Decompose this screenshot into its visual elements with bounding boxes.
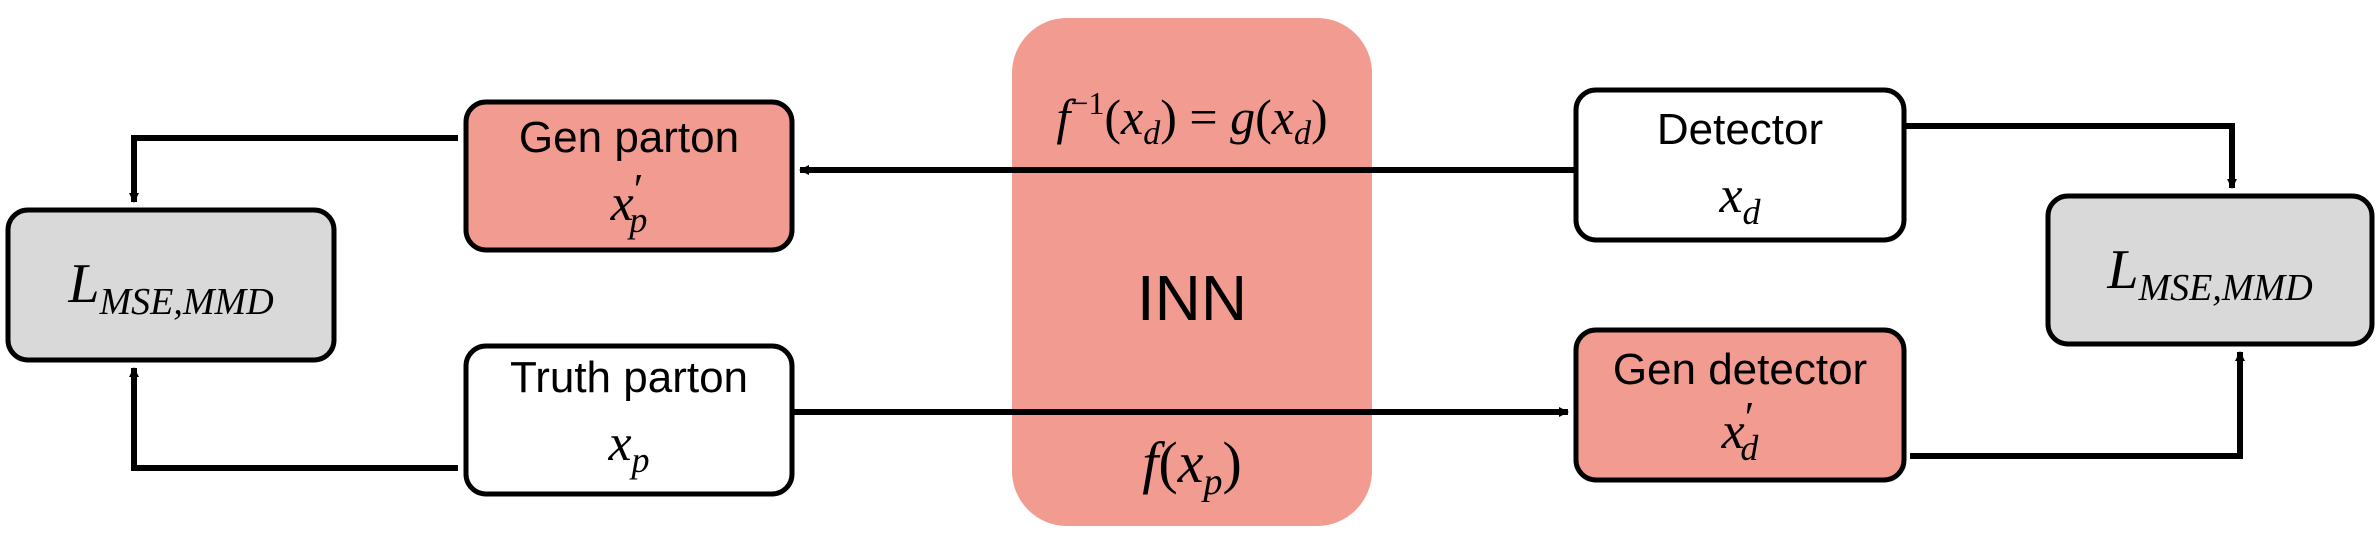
inn-inverse-mid: ) =: [1160, 89, 1230, 145]
detector-x: x: [1718, 167, 1742, 224]
gen-detector-x: x: [1721, 403, 1745, 460]
truth-parton-box: [463, 343, 795, 497]
arrow-detector-to-loss-right: [1904, 123, 2237, 189]
detector-label: Detector: [1657, 105, 1823, 154]
gen-parton-sub: p: [626, 200, 647, 240]
truth-parton-sub: p: [629, 440, 650, 480]
gen-parton-var: x′p: [610, 165, 648, 240]
inn-inverse-formula: f−1(xd) = g(xd): [1056, 85, 1327, 152]
inn-forward-formula: f(xp): [1142, 430, 1242, 503]
inn-inverse-open: (: [1104, 89, 1121, 145]
gen-parton-box: [463, 99, 795, 253]
arrow-gen-parton-to-loss-left: [129, 135, 458, 203]
inn-inverse-x2: x: [1271, 89, 1294, 145]
loss-left-sub: MSE,MMD: [99, 281, 274, 323]
inn-inverse-sub: d: [1143, 115, 1161, 152]
gen-detector-sub: d: [1740, 428, 1759, 468]
gen-parton-x: x: [610, 175, 634, 232]
truth-parton-x: x: [607, 415, 631, 472]
truth-parton-var: xp: [607, 415, 649, 480]
inn-inverse-exp: −1: [1070, 85, 1104, 121]
loss-right-label: LMSE,MMD: [2106, 239, 2312, 309]
loss-left-var: L: [67, 253, 99, 315]
detector-sub: d: [1743, 192, 1762, 232]
gen-detector-label: Gen detector: [1613, 345, 1867, 394]
inn-forward-open: (: [1158, 430, 1177, 495]
loss-right-sub: MSE,MMD: [2138, 267, 2313, 309]
inn-forward-close: ): [1222, 430, 1241, 495]
inn-inverse-x: x: [1120, 89, 1143, 145]
gen-detector-box: [1573, 327, 1907, 483]
inn-forward-sub: p: [1200, 461, 1222, 503]
gen-parton-prime: ′: [634, 165, 644, 214]
inn-inverse-sub2: d: [1294, 115, 1312, 152]
arrow-gen-detector-to-loss-right: [1910, 351, 2245, 459]
loss-left-label: LMSE,MMD: [67, 253, 273, 323]
gen-detector-prime: ′: [1745, 393, 1755, 442]
gen-detector-var: x′d: [1721, 393, 1760, 468]
inn-block: [1012, 18, 1372, 526]
inn-inverse-open2: (: [1255, 89, 1272, 145]
detector-var: xd: [1718, 167, 1761, 232]
arrow-truth-parton-to-loss-left: [129, 367, 458, 471]
loss-right-var: L: [2106, 239, 2138, 301]
inn-inverse-close: ): [1311, 89, 1328, 145]
loss-right-box: [2045, 193, 2375, 347]
inn-forward-x: x: [1177, 430, 1204, 495]
truth-parton-label: Truth parton: [510, 353, 748, 402]
loss-left-box: [5, 207, 337, 363]
detector-box: [1573, 87, 1907, 243]
inn-inverse-g: g: [1230, 89, 1255, 145]
inn-label: INN: [1137, 262, 1247, 334]
gen-parton-label: Gen parton: [519, 113, 739, 162]
